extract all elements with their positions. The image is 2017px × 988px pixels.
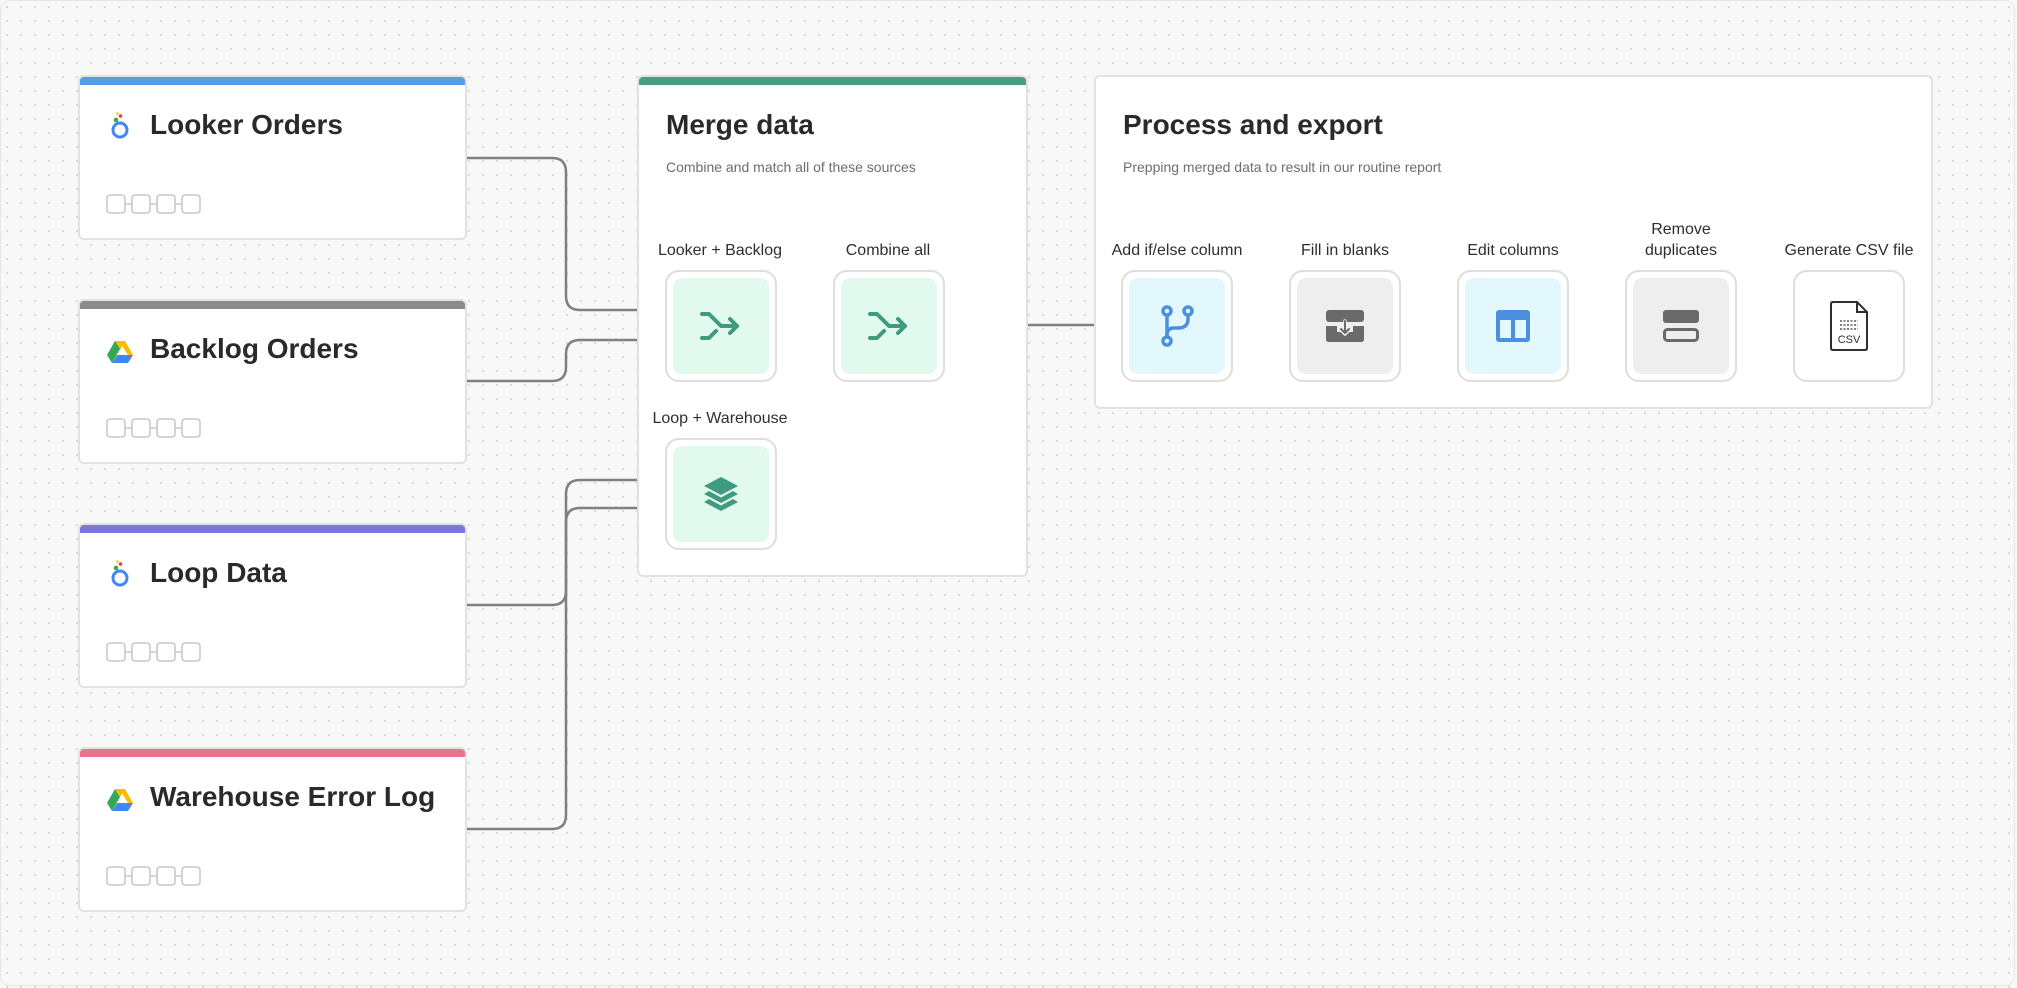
connector-chain-icon bbox=[106, 866, 201, 886]
node-label: Looker + Backlog bbox=[657, 242, 783, 259]
node-icon-tile bbox=[1297, 278, 1393, 374]
google-drive-icon bbox=[107, 341, 133, 363]
node-icon-tile: CSV bbox=[1801, 278, 1897, 374]
remove-duplicates-icon bbox=[1663, 310, 1699, 342]
node-icon-tile bbox=[673, 278, 769, 374]
looker-icon bbox=[111, 112, 129, 139]
step-add-if-else-column[interactable] bbox=[1121, 270, 1233, 382]
source-card-looker-orders[interactable]: Looker Orders bbox=[78, 75, 467, 240]
step-remove-duplicates[interactable] bbox=[1625, 270, 1737, 382]
source-color-bar bbox=[80, 77, 465, 85]
step-edit-columns[interactable] bbox=[1457, 270, 1569, 382]
connector-looker-to-merge bbox=[467, 156, 666, 315]
node-icon-tile bbox=[1465, 278, 1561, 374]
source-color-bar bbox=[80, 749, 465, 757]
csv-file-text: CSV bbox=[1838, 334, 1861, 346]
connector-warehouse-to-merge bbox=[467, 503, 666, 831]
step-fill-in-blanks[interactable] bbox=[1289, 270, 1401, 382]
step-generate-csv-file[interactable]: CSV bbox=[1793, 270, 1905, 382]
source-card-warehouse-error-log[interactable]: Warehouse Error Log bbox=[78, 747, 467, 912]
node-icon-tile bbox=[1633, 278, 1729, 374]
source-card-loop-data[interactable]: Loop Data bbox=[78, 523, 467, 688]
node-icon-tile bbox=[673, 446, 769, 542]
connector-chain-icon bbox=[106, 642, 201, 662]
group-title: Process and export bbox=[1123, 109, 1383, 140]
looker-icon bbox=[111, 560, 129, 587]
node-icon-tile bbox=[841, 278, 937, 374]
source-title: Loop Data bbox=[150, 557, 287, 588]
merge-icon bbox=[700, 312, 739, 340]
step-label: Generate CSV file bbox=[1784, 242, 1914, 259]
step-label: Remove duplicates bbox=[1644, 221, 1718, 259]
source-title: Backlog Orders bbox=[150, 333, 359, 364]
node-icon-tile bbox=[1129, 278, 1225, 374]
group-description: Prepping merged data to result in our ro… bbox=[1123, 159, 1442, 175]
group-color-bar bbox=[639, 77, 1026, 85]
layers-icon bbox=[704, 477, 738, 511]
step-label: Fill in blanks bbox=[1300, 242, 1390, 259]
csv-file-icon: CSV bbox=[1830, 301, 1868, 351]
source-card-backlog-orders[interactable]: Backlog Orders bbox=[78, 299, 467, 464]
node-looker-backlog[interactable] bbox=[665, 270, 777, 382]
branch-icon bbox=[1161, 305, 1194, 347]
node-label: Combine all bbox=[845, 242, 931, 259]
google-drive-icon bbox=[107, 789, 133, 811]
step-label: Edit columns bbox=[1467, 242, 1559, 259]
group-title: Merge data bbox=[666, 109, 814, 140]
connector-chain-icon bbox=[106, 418, 201, 438]
columns-icon bbox=[1496, 310, 1530, 342]
source-color-bar bbox=[80, 301, 465, 309]
merge-icon bbox=[868, 312, 907, 340]
connector-chain-icon bbox=[106, 194, 201, 214]
source-title: Looker Orders bbox=[150, 109, 343, 140]
node-combine-all[interactable] bbox=[833, 270, 945, 382]
group-description: Combine and match all of these sources bbox=[666, 159, 916, 175]
node-loop-warehouse[interactable] bbox=[665, 438, 777, 550]
fill-blanks-icon bbox=[1326, 310, 1364, 342]
connector-backlog-to-merge bbox=[467, 335, 666, 383]
node-label: Loop + Warehouse bbox=[652, 410, 788, 427]
source-color-bar bbox=[80, 525, 465, 533]
source-title: Warehouse Error Log bbox=[150, 781, 436, 812]
step-label: Add if/else column bbox=[1111, 242, 1243, 259]
